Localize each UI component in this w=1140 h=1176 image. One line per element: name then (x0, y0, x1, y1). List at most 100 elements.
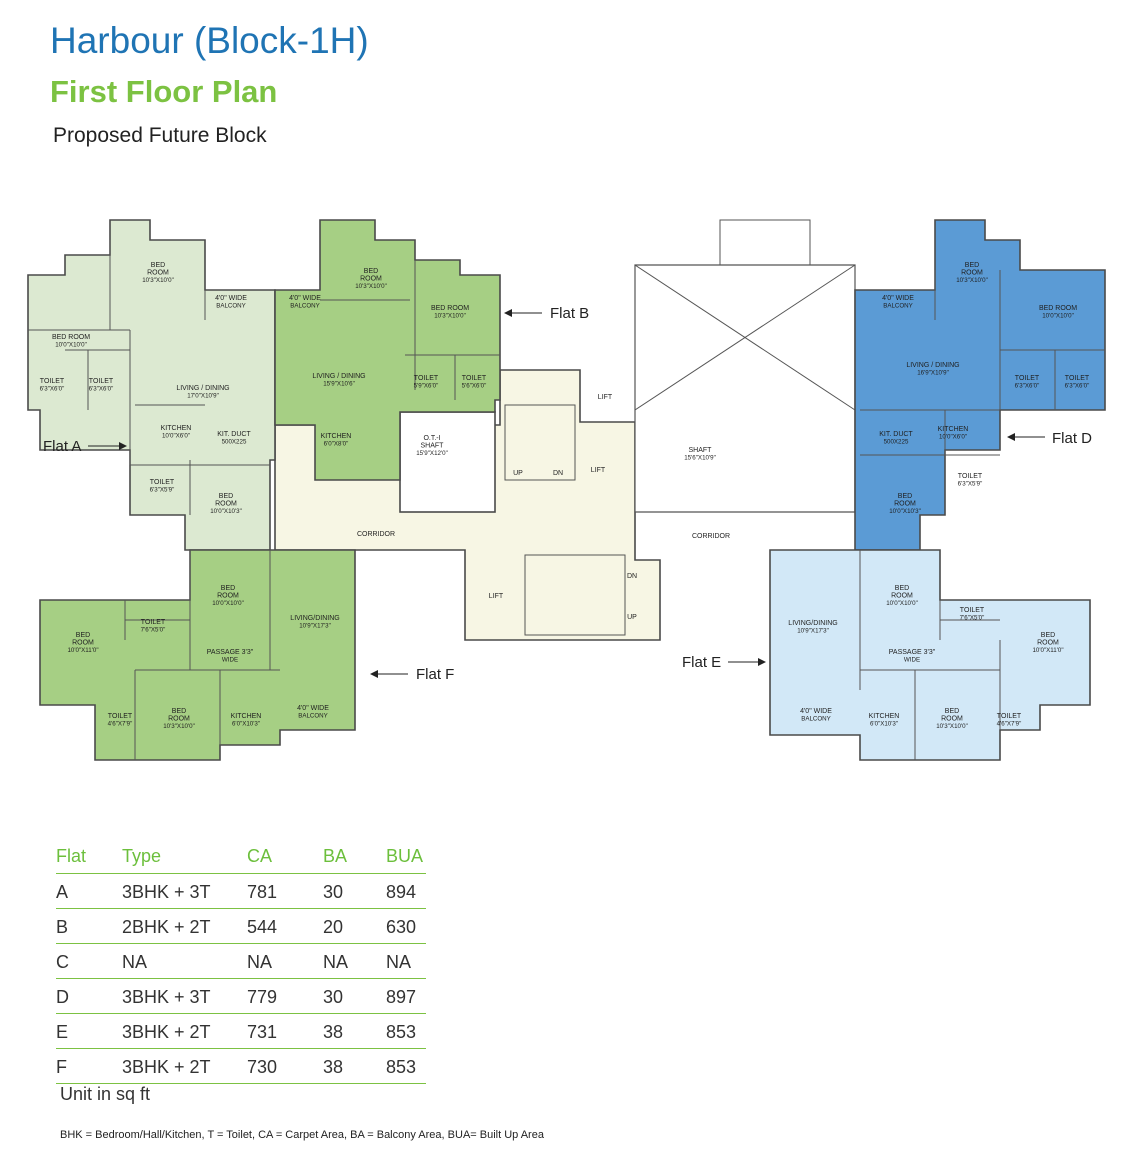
room-label-line: 10'0"X10'0" (1042, 313, 1074, 320)
room-label-line: 7'6"X5'0" (141, 627, 166, 634)
room-label-line: BALCONY (216, 303, 246, 310)
room-label-line: 10'3"X10'0" (355, 283, 387, 290)
room-label-line: 10'0"X10'0" (212, 600, 244, 607)
flat-d-label: Flat D (1052, 430, 1092, 447)
room-label-line: 6'3"X5'9" (150, 487, 175, 494)
table-cell: 781 (247, 873, 323, 909)
room-label-line: TOILET (1065, 375, 1090, 382)
table-cell: 897 (386, 978, 426, 1014)
table-cell: A (56, 873, 122, 909)
room-label-line: 10'0"X6'0" (162, 433, 190, 440)
room-label-line: ROOM (941, 716, 963, 723)
room-label-line: WIDE (904, 657, 920, 664)
room-label-line: TOILET (958, 473, 983, 480)
room-label-line: 10'9"X17'3" (299, 623, 331, 630)
flat-b-shape (274, 219, 501, 481)
table-row: B 2BHK + 2T 544 20 630 (56, 908, 426, 944)
table-row: A 3BHK + 3T 781 30 894 (56, 873, 426, 909)
room-label-line: 10'0"X6'0" (939, 434, 967, 441)
room-label-line: LIVING/DINING (788, 620, 837, 627)
interior-walls (28, 240, 1105, 760)
room-label-line: BED (1041, 632, 1055, 639)
room-label-line: BED (895, 585, 909, 592)
room-label-f-passage: PASSAGE 3'3"WIDE (207, 649, 254, 664)
table-cell: 38 (323, 1048, 386, 1084)
room-label-line: 7'6"X5'0" (960, 615, 985, 622)
room-label-line: KITCHEN (231, 713, 262, 720)
room-label-line: ROOM (72, 640, 94, 647)
room-label-line: 10'3"X10'0" (163, 723, 195, 730)
room-label-line: 10'3"X10'0" (936, 723, 968, 730)
room-label-line: 17'0"X10'9" (187, 393, 219, 400)
table-cell: NA (323, 943, 386, 979)
room-label-line: TOILET (960, 607, 985, 614)
room-label-line: 6'3"X6'0" (40, 386, 65, 393)
room-label-line: LIVING / DINING (906, 362, 959, 369)
room-label-line: ROOM (168, 716, 190, 723)
room-label-line: 10'3"X10'0" (956, 277, 988, 284)
table-cell: 30 (323, 873, 386, 909)
table-row: E 3BHK + 2T 731 38 853 (56, 1013, 426, 1049)
room-label-line: 4'0" WIDE (800, 708, 832, 715)
abbreviation-legend: BHK = Bedroom/Hall/Kitchen, T = Toilet, … (60, 1129, 544, 1141)
room-label-line: ROOM (961, 270, 983, 277)
room-label-line: BALCONY (290, 303, 320, 310)
flat-f-shape (39, 549, 356, 761)
room-label-line: 10'0"X11'0" (1032, 647, 1063, 654)
table-cell: 3BHK + 3T (122, 978, 247, 1014)
room-label-line: BED ROOM (52, 334, 90, 341)
room-label-line: 4'6"X7'9" (108, 721, 133, 728)
room-label-line: ROOM (891, 593, 913, 600)
room-label-line: TOILET (997, 713, 1022, 720)
table-cell: 731 (247, 1013, 323, 1049)
room-label-line: KITCHEN (321, 433, 352, 440)
table-cell: 2BHK + 2T (122, 908, 247, 944)
table-cell: B (56, 908, 122, 944)
room-label-line: 6'3"X5'9" (958, 481, 983, 488)
room-label-line: SHAFT (689, 447, 713, 454)
room-label-line: 10'0"X10'3" (889, 508, 921, 515)
room-label-line: TOILET (108, 713, 133, 720)
table-cell: 20 (323, 908, 386, 944)
table-cell: 3BHK + 3T (122, 873, 247, 909)
flat-e-label: Flat E (682, 654, 721, 671)
table-cell: E (56, 1013, 122, 1049)
col-flat: Flat (56, 840, 122, 874)
lift-label: LIFT (489, 593, 504, 600)
table-cell: 630 (386, 908, 426, 944)
page-note: Proposed Future Block (53, 124, 267, 147)
room-label-line: ROOM (217, 593, 239, 600)
room-label-line: ROOM (215, 501, 237, 508)
table-cell: 3BHK + 2T (122, 1048, 247, 1084)
flat-b-label: Flat B (550, 305, 589, 322)
room-label-line: TOILET (1015, 375, 1040, 382)
room-label-line: 10'3"X10'0" (142, 277, 174, 284)
room-label-line: LIVING/DINING (290, 615, 339, 622)
stair-2 (524, 554, 626, 636)
room-label-line: BED (364, 268, 378, 275)
room-label-line: BED (172, 708, 186, 715)
room-label-line: BED (221, 585, 235, 592)
room-label-line: TOILET (40, 378, 65, 385)
table-row: D 3BHK + 3T 779 30 897 (56, 978, 426, 1014)
area-table: Flat Type CA BA BUA A 3BHK + 3T 781 30 8… (56, 840, 426, 1084)
room-label-line: KIT. DUCT (879, 431, 913, 438)
